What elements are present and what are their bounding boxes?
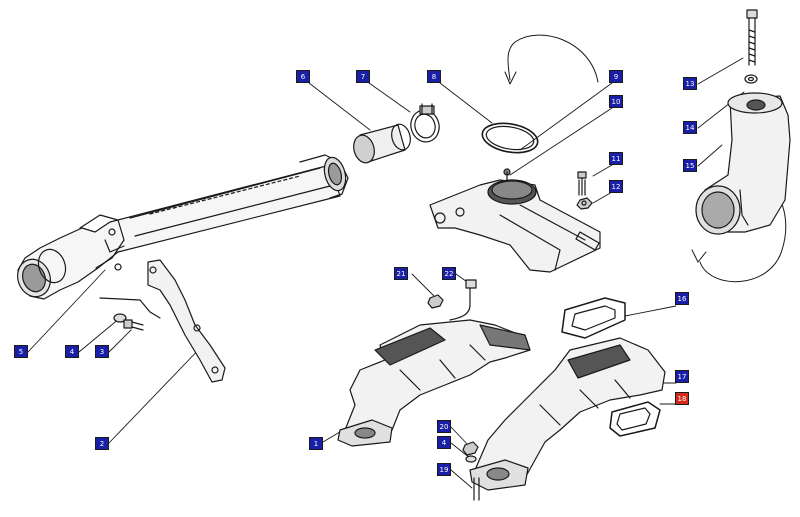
callout-3[interactable]: 3 xyxy=(95,345,109,358)
callout-10[interactable]: 10 xyxy=(609,95,623,108)
long-bolt-part-13 xyxy=(746,9,758,66)
gasket-part-16 xyxy=(561,297,626,339)
callout-11[interactable]: 11 xyxy=(609,152,623,165)
callout-7[interactable]: 7 xyxy=(356,70,370,83)
callout-16[interactable]: 16 xyxy=(675,292,689,305)
manifold-part-1 xyxy=(337,319,531,447)
outlet-elbow-part-15 xyxy=(695,92,791,235)
callout-9[interactable]: 9 xyxy=(609,70,623,83)
callout-4-upper[interactable]: 4 xyxy=(65,345,79,358)
gasket-part-18 xyxy=(609,401,661,437)
callout-18[interactable]: 18 xyxy=(675,392,689,405)
callout-5[interactable]: 5 xyxy=(14,345,28,358)
callout-21[interactable]: 21 xyxy=(394,267,408,280)
manifold-part-17 xyxy=(469,337,666,491)
nut-part-12 xyxy=(576,197,593,210)
bolt-part-11 xyxy=(577,171,587,196)
gasket-ring-part-8 xyxy=(481,122,539,154)
sleeve-part-6 xyxy=(353,123,411,164)
callout-14[interactable]: 14 xyxy=(683,121,697,134)
callout-15[interactable]: 15 xyxy=(683,159,697,172)
callout-12[interactable]: 12 xyxy=(609,180,623,193)
callout-13[interactable]: 13 xyxy=(683,77,697,90)
callout-4-lower[interactable]: 4 xyxy=(437,436,451,449)
elbow-adapter-part-10 xyxy=(429,168,601,273)
clamp-part-7 xyxy=(410,103,440,143)
callout-22[interactable]: 22 xyxy=(442,267,456,280)
bolt-part-3 xyxy=(123,319,144,331)
callout-20[interactable]: 20 xyxy=(437,420,451,433)
callout-1[interactable]: 1 xyxy=(309,437,323,450)
callout-8[interactable]: 8 xyxy=(427,70,441,83)
nut-part-21 xyxy=(427,294,444,309)
exhaust-pipe-part-5 xyxy=(17,154,349,300)
washer-part-14 xyxy=(744,74,758,84)
rotation-arrow-top xyxy=(504,34,599,85)
stud-part-22 xyxy=(449,279,477,321)
callout-2[interactable]: 2 xyxy=(95,437,109,450)
nut-part-20 xyxy=(462,441,479,456)
callout-6[interactable]: 6 xyxy=(296,70,310,83)
leader-lines xyxy=(27,57,745,489)
callout-19[interactable]: 19 xyxy=(437,463,451,476)
bracket-part-2 xyxy=(99,259,226,383)
stud-part-19 xyxy=(473,477,480,501)
callout-17[interactable]: 17 xyxy=(675,370,689,383)
washer-part-4-lower xyxy=(465,455,477,463)
washer-part-4 xyxy=(113,313,127,323)
